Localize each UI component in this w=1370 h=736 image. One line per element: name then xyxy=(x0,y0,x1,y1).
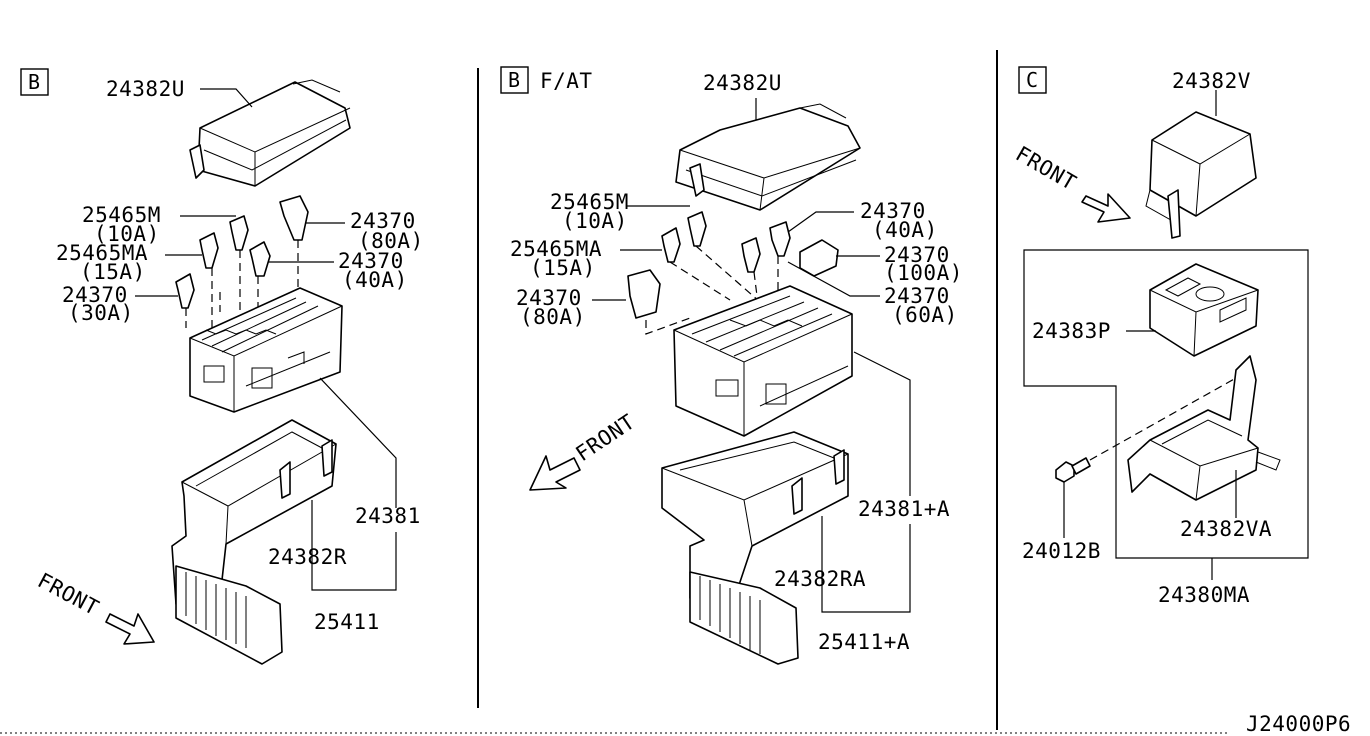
fuse-box-cover xyxy=(675,103,861,211)
label-fuse-60a-rating: (60A) xyxy=(892,303,958,327)
label-box: 24381 xyxy=(355,504,421,528)
fuse-40a xyxy=(249,241,271,277)
label-cover: 24382U xyxy=(106,77,185,101)
bracket xyxy=(1127,355,1281,501)
fuse-15a xyxy=(199,232,219,269)
label-fuse-15a: 25465MA xyxy=(510,237,602,261)
fuse-box-body xyxy=(189,287,343,413)
front-label: FRONT xyxy=(34,568,103,620)
fuse-15a xyxy=(661,227,681,263)
label-fuse-80a-rating: (80A) xyxy=(358,229,424,253)
label-fuse-60a: 24370 xyxy=(884,284,950,308)
label-fuse-15a-rating: (15A) xyxy=(530,256,596,280)
panel-middle: B F/AT 24382U xyxy=(500,66,963,665)
front-arrow-middle: FRONT xyxy=(529,409,639,491)
label-fuse-40a-rating: (40A) xyxy=(342,268,408,292)
section-tag: B xyxy=(508,68,520,92)
section-subtitle: F/AT xyxy=(540,69,593,93)
fuse-80a xyxy=(627,269,661,319)
diagram-code: J24000P6 xyxy=(1246,712,1351,736)
label-assembly: 25411 xyxy=(314,610,380,634)
section-tag: B xyxy=(28,70,40,94)
label-fuse-40a: 24370 xyxy=(338,249,404,273)
fuse-40a xyxy=(769,221,791,257)
label-assembly: 25411+A xyxy=(818,630,910,654)
label-fuse-30a-rating: (30A) xyxy=(68,301,134,325)
front-label: FRONT xyxy=(571,409,639,466)
label-fuse-100a-rating: (100A) xyxy=(884,261,963,285)
front-arrow-right: FRONT xyxy=(1012,142,1131,223)
label-fuse-80a: 24370 xyxy=(350,209,416,233)
label-fuse-10a-rating: (10A) xyxy=(94,222,160,246)
label-fuse-15a: 25465MA xyxy=(56,241,148,265)
front-label: FRONT xyxy=(1012,142,1081,196)
fuse-10a xyxy=(687,211,707,247)
label-fuse-15a-rating: (15A) xyxy=(80,260,146,284)
label-fuse-40a-rating: (40A) xyxy=(872,218,938,242)
label-fuse-80a-rating: (80A) xyxy=(520,305,586,329)
label-lower-case: 24382R xyxy=(268,545,347,569)
assembly-outline xyxy=(1023,249,1309,559)
lower-case xyxy=(661,431,849,665)
section-tag-box xyxy=(20,68,49,96)
fuse-box-cover xyxy=(189,79,351,187)
fuse-10a xyxy=(229,215,249,251)
label-fuse-100a: 24370 xyxy=(884,243,950,267)
relay-box-cover xyxy=(1145,111,1257,239)
fuse-80a xyxy=(279,195,309,241)
label-bolt: 24012B xyxy=(1022,539,1101,563)
label-lower-case: 24382RA xyxy=(774,567,866,591)
label-relay-block: 24383P xyxy=(1032,319,1111,343)
fuse-box-body xyxy=(673,285,853,437)
fuse-60a xyxy=(741,237,761,273)
relay-block xyxy=(1149,263,1259,357)
label-box: 24381+A xyxy=(858,497,950,521)
label-fuse-10a-rating: (10A) xyxy=(562,209,628,233)
label-fuse-10a: 25465M xyxy=(82,203,161,227)
lower-case xyxy=(171,419,337,665)
bolt xyxy=(1055,457,1091,483)
panel-right: C 24382V FRONT 24383P xyxy=(1012,66,1309,607)
section-tag-box xyxy=(500,66,529,94)
section-tag: C xyxy=(1026,68,1038,92)
label-cover: 24382U xyxy=(703,71,782,95)
label-fuse-30a: 24370 xyxy=(62,283,128,307)
fuse-30a xyxy=(175,273,195,309)
label-cover: 24382V xyxy=(1172,69,1251,93)
label-fuse-80a: 24370 xyxy=(516,286,582,310)
label-fuse-40a: 24370 xyxy=(860,199,926,223)
front-arrow-left: FRONT xyxy=(34,568,155,645)
label-assembly: 24380MA xyxy=(1158,583,1250,607)
label-bracket: 24382VA xyxy=(1180,517,1272,541)
label-fuse-10a: 25465M xyxy=(550,190,629,214)
fuse-100a xyxy=(799,239,839,277)
panel-left: B 24382U 25 xyxy=(20,68,424,665)
section-tag-box xyxy=(1018,66,1047,94)
